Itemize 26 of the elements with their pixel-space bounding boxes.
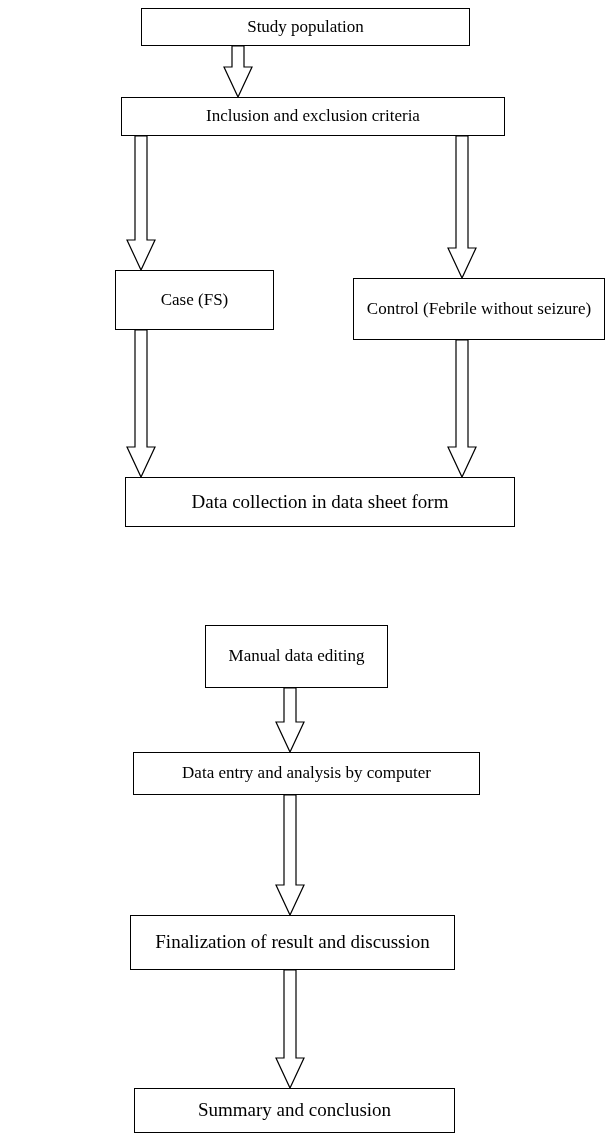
box-label: Data entry and analysis by computer <box>182 763 431 784</box>
hollow-arrow <box>447 135 477 280</box>
process-box <box>134 1088 455 1133</box>
box-label: Case (FS) <box>160 289 229 311</box>
box-label: Summary and conclusion <box>197 1099 392 1122</box>
box-label: Study population <box>247 16 364 38</box>
process-box <box>353 278 605 340</box>
hollow-arrow <box>275 687 305 754</box>
hollow-arrow <box>223 45 253 99</box>
hollow-arrow <box>275 794 305 917</box>
hollow-arrow <box>126 135 156 272</box>
process-box <box>133 752 480 795</box>
hollow-arrow <box>126 329 156 479</box>
process-box <box>130 915 455 970</box>
hollow-arrow <box>447 339 477 479</box>
box-label: Manual data editing <box>228 646 365 667</box>
process-box <box>205 625 388 688</box>
box-label: Inclusion and exclusion criteria <box>206 106 420 127</box>
process-box <box>121 97 505 136</box>
process-box <box>125 477 515 527</box>
box-label: Data collection in data sheet form <box>191 490 449 514</box>
process-box <box>141 8 470 46</box>
box-label: Finalization of result and discussion <box>155 931 430 954</box>
process-box <box>115 270 274 330</box>
hollow-arrow <box>275 969 305 1090</box>
box-label: Control (Febrile without seizure) <box>366 298 592 320</box>
